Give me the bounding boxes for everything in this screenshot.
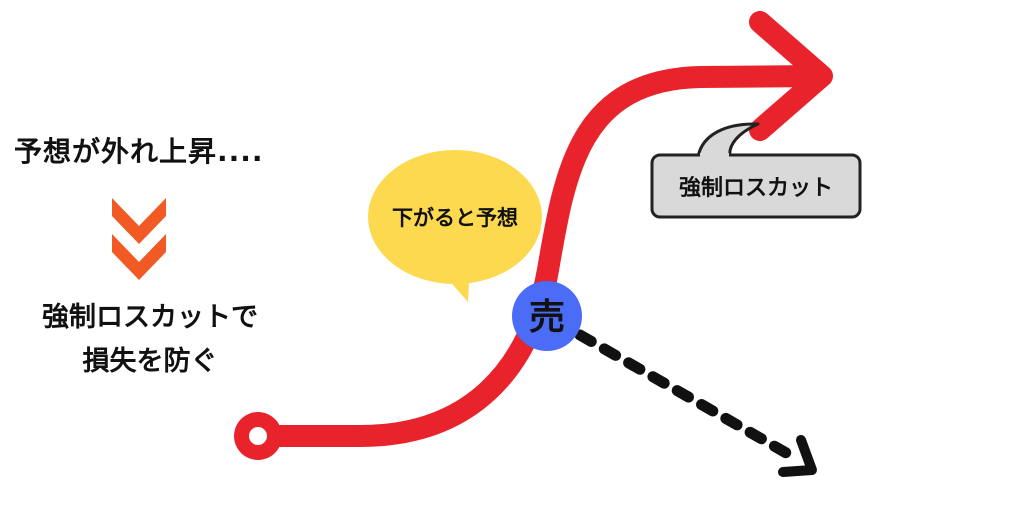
conclusion-caption: 強制ロスカットで 損失を防ぐ	[10, 296, 290, 384]
curve-arrowhead	[749, 11, 833, 141]
price-curve	[247, 65, 831, 447]
sell-marker-label: 売	[529, 297, 565, 338]
sell-marker: 売	[512, 281, 582, 351]
outcome-heading: 予想が外れ上昇....	[14, 135, 264, 168]
expected-path-dotted	[574, 329, 801, 464]
prediction-bubble-text: 下がると予想	[392, 206, 518, 230]
stoploss-bubble-text: 強制ロスカット	[679, 175, 833, 201]
conclusion-line-1: 強制ロスカットで	[42, 302, 258, 333]
double-chevron-down-icon	[112, 198, 166, 280]
expected-path-arrowhead	[778, 435, 817, 477]
conclusion-line-2: 損失を防ぐ	[82, 346, 218, 377]
start-point-hole	[249, 427, 267, 445]
prediction-bubble: 下がると予想	[368, 150, 542, 302]
stoploss-bubble: 強制ロスカット	[650, 122, 862, 219]
